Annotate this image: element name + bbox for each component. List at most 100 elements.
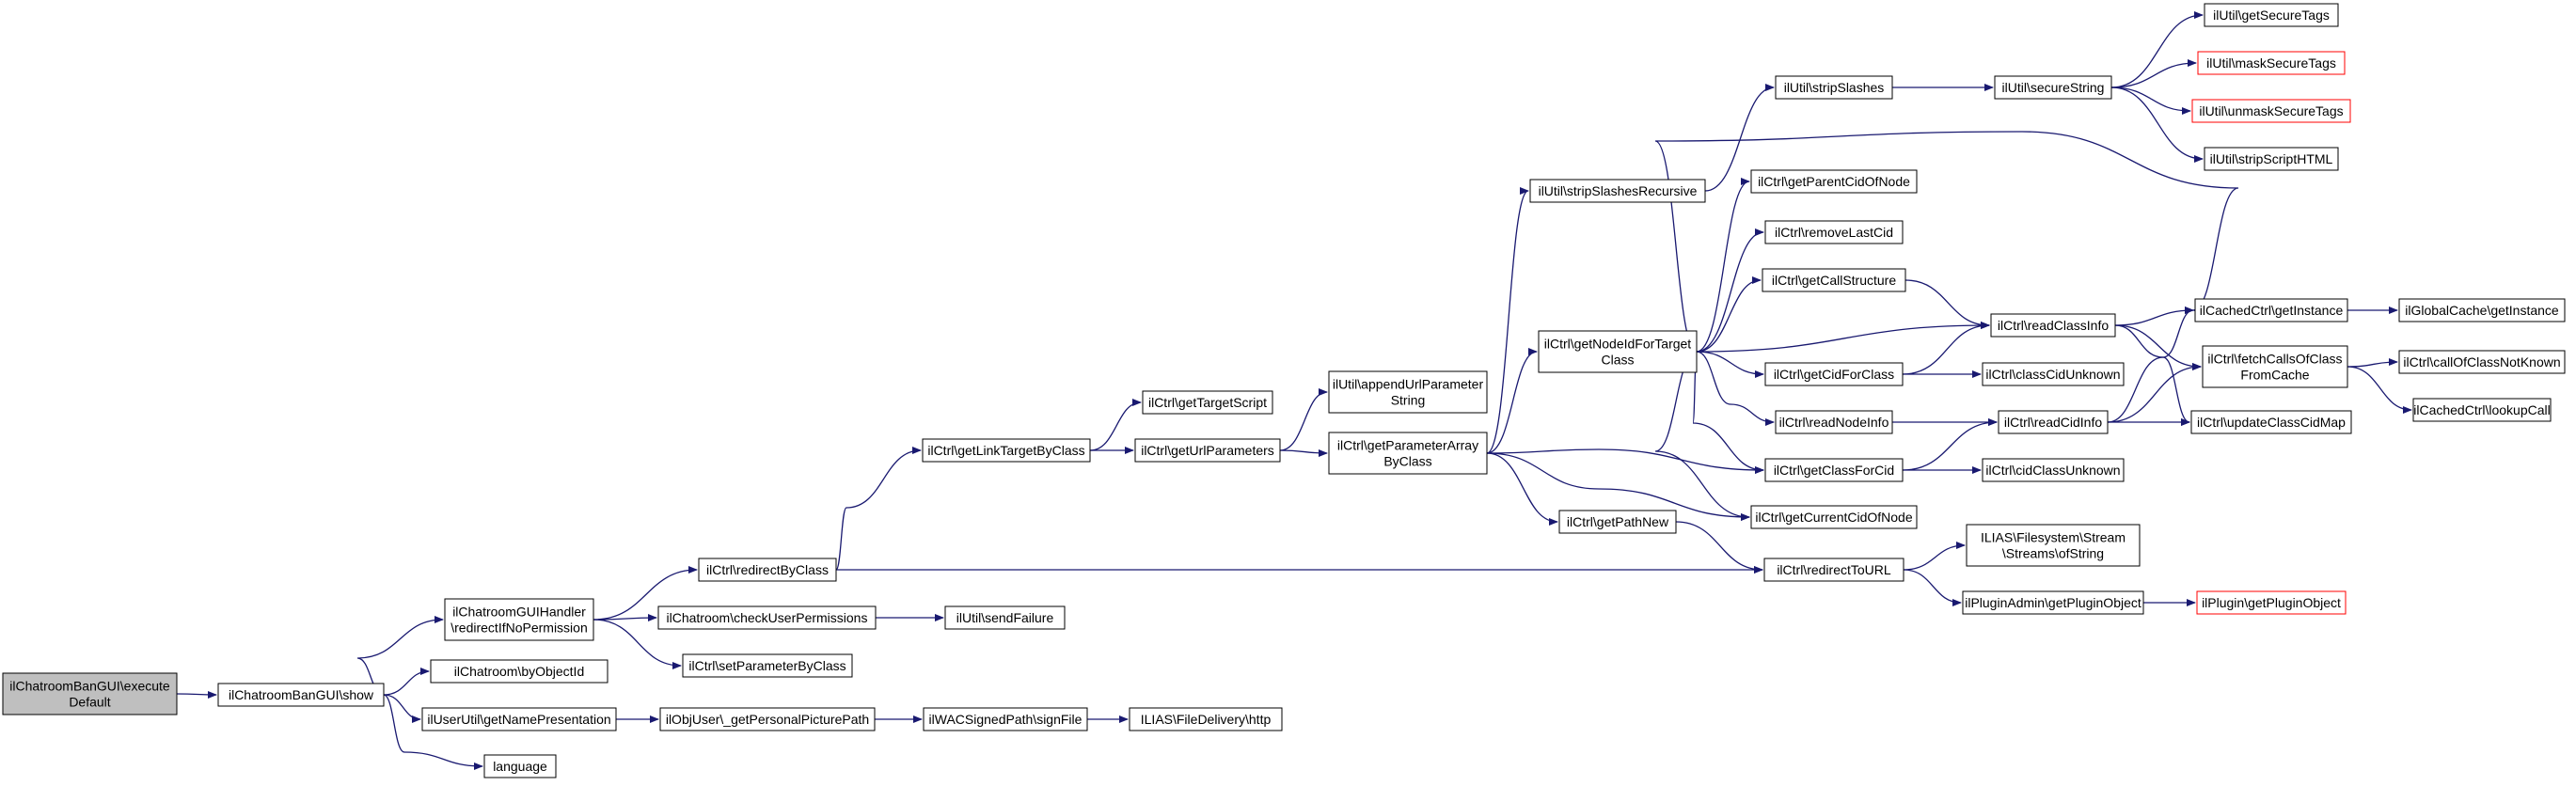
node-get-url-parameters[interactable]: ilCtrl\getUrlParameters [1134, 438, 1281, 463]
node-get-call-structure[interactable]: ilCtrl\getCallStructure [1762, 268, 1906, 292]
node-label: ilCtrl\getNodeIdForTarget [1544, 337, 1692, 352]
node-show[interactable]: ilChatroomBanGUI\show [217, 683, 385, 707]
node-label: ilPluginAdmin\getPluginObject [1965, 595, 2141, 610]
node-http[interactable]: ILIAS\FileDelivery\http [1129, 707, 1283, 731]
node-box [1129, 707, 1283, 731]
node-label: ilUtil\maskSecureTags [2206, 55, 2336, 71]
node-handler[interactable]: ilChatroomGUIHandler\redirectIfNoPermiss… [444, 598, 594, 641]
node-box [2412, 398, 2552, 422]
node-get-class-for-cid[interactable]: ilCtrl\getClassForCid [1764, 458, 1904, 482]
edge-handler-to-check-user-permissions [593, 614, 657, 622]
node-box [944, 605, 1066, 630]
node-redirect-to-url[interactable]: ilCtrl\redirectToURL [1763, 558, 1904, 582]
edge-read-class-info-to-fetch-calls-of-class-from-cache [2114, 324, 2202, 370]
node-remove-last-cid[interactable]: ilCtrl\removeLastCid [1764, 220, 1904, 244]
node-label: ilGlobalCache\getInstance [2405, 303, 2559, 318]
node-strip-slashes-recursive[interactable]: ilUtil\stripSlashesRecursive [1529, 179, 1706, 203]
node-get-plugin-object-admin[interactable]: ilPluginAdmin\getPluginObject [1962, 590, 2144, 615]
node-read-class-info[interactable]: ilCtrl\readClassInfo [1990, 313, 2116, 338]
node-unmask-secure-tags[interactable]: ilUtil\unmaskSecureTags [2191, 99, 2351, 123]
node-box [2204, 3, 2339, 27]
node-label: ilCtrl\redirectByClass [706, 562, 829, 577]
node-box [2196, 590, 2347, 615]
node-label: ilUserUtil\getNamePresentation [427, 712, 610, 727]
edge-handler-to-redirect-by-class [593, 566, 698, 621]
node-box [444, 598, 594, 641]
edge-get-parameter-array-by-class-to-get-node-id-for-target-class [1486, 348, 1538, 454]
edge-secure-string-to-strip-script-html [2110, 86, 2204, 163]
node-label: language [493, 759, 547, 774]
node-streams-of-string[interactable]: ILIAS\Filesystem\Stream\Streams\ofString [1966, 524, 2141, 567]
edge-get-node-id-for-target-class-to-read-node-info [1696, 351, 1775, 426]
node-global-cache-get-instance[interactable]: ilGlobalCache\getInstance [2398, 298, 2566, 322]
node-language[interactable]: language [483, 754, 557, 778]
edge-get-path-new-to-redirect-to-url [1675, 521, 1763, 574]
edges-layer [176, 11, 2412, 770]
node-by-object-id[interactable]: ilChatroom\byObjectId [430, 659, 608, 684]
node-box [1966, 524, 2141, 567]
node-get-instance[interactable]: ilCachedCtrl\getInstance [2194, 298, 2348, 322]
node-box [1962, 590, 2144, 615]
node-label: ilCtrl\getCallStructure [1772, 273, 1896, 288]
node-box [682, 653, 853, 678]
node-label: ilChatroomBanGUI\execute [9, 679, 170, 694]
node-label: ilUtil\sendFailure [956, 610, 1054, 625]
node-box [698, 558, 837, 582]
node-box [1764, 362, 1904, 386]
node-check-user-permissions[interactable]: ilChatroom\checkUserPermissions [657, 605, 877, 630]
node-box [659, 707, 876, 731]
node-box [1775, 75, 1893, 100]
node-read-node-info[interactable]: ilCtrl\readNodeInfo [1775, 410, 1893, 434]
node-set-parameter-by-class[interactable]: ilCtrl\setParameterByClass [682, 653, 853, 678]
edge-get-parameter-array-by-class-to-strip-slashes-recursive [1486, 187, 1529, 454]
node-mask-secure-tags[interactable]: ilUtil\maskSecureTags [2197, 51, 2346, 75]
edge-secure-string-to-get-secure-tags [2110, 11, 2204, 88]
node-cid-class-unknown[interactable]: ilCtrl\cidClassUnknown [1982, 458, 2125, 482]
node-box [421, 707, 617, 731]
node-label: ilChatroom\byObjectId [454, 664, 585, 679]
edge-get-class-for-cid-to-read-cid-info [1902, 418, 1998, 471]
node-strip-slashes[interactable]: ilUtil\stripSlashes [1775, 75, 1893, 100]
node-update-class-cid-map[interactable]: ilCtrl\updateClassCidMap [2190, 410, 2352, 434]
node-get-personal-picture-path[interactable]: ilObjUser\_getPersonalPicturePath [659, 707, 876, 731]
node-box [657, 605, 877, 630]
node-get-plugin-object[interactable]: ilPlugin\getPluginObject [2196, 590, 2347, 615]
node-class-cid-unknown[interactable]: ilCtrl\classCidUnknown [1982, 362, 2125, 386]
edge-get-url-parameters-to-append-url-parameter-string [1279, 388, 1328, 451]
node-sign-file[interactable]: ilWACSignedPath\signFile [923, 707, 1088, 731]
node-read-cid-info[interactable]: ilCtrl\readCidInfo [1998, 410, 2109, 434]
node-label: FromCache [2240, 368, 2309, 383]
node-get-path-new[interactable]: ilCtrl\getPathNew [1558, 510, 1677, 534]
node-strip-script-html[interactable]: ilUtil\stripScriptHTML [2204, 147, 2339, 171]
node-box [1134, 438, 1281, 463]
node-get-name-presentation[interactable]: ilUserUtil\getNamePresentation [421, 707, 617, 731]
node-label: ilUtil\unmaskSecureTags [2199, 103, 2343, 118]
node-send-failure[interactable]: ilUtil\sendFailure [944, 605, 1066, 630]
node-get-link-target-by-class[interactable]: ilCtrl\getLinkTargetByClass [922, 438, 1091, 463]
node-box [2202, 345, 2348, 388]
node-get-parent-cid-of-node[interactable]: ilCtrl\getParentCidOfNode [1750, 169, 1918, 194]
node-call-of-class-not-known[interactable]: ilCtrl\callOfClassNotKnown [2398, 350, 2566, 374]
edge-secure-string-to-mask-secure-tags [2110, 59, 2197, 88]
node-get-secure-tags[interactable]: ilUtil\getSecureTags [2204, 3, 2339, 27]
edge-redirect-to-url-to-streams-of-string [1903, 542, 1966, 571]
node-redirect-by-class[interactable]: ilCtrl\redirectByClass [698, 558, 837, 582]
node-get-current-cid-of-node[interactable]: ilCtrl\getCurrentCidOfNode [1750, 505, 1918, 529]
node-box [2204, 147, 2339, 171]
node-secure-string[interactable]: ilUtil\secureString [1994, 75, 2112, 100]
node-lookup-call[interactable]: ilCachedCtrl\lookupCall [2412, 398, 2552, 422]
edge-get-node-id-for-target-class-to-read-class-info [1696, 322, 1990, 353]
node-get-target-script[interactable]: ilCtrl\getTargetScript [1142, 390, 1273, 415]
node-box [1775, 410, 1893, 434]
node-label: ilCtrl\readClassInfo [1998, 318, 2109, 333]
node-label: ilUtil\getSecureTags [2213, 8, 2330, 23]
edge-get-parameter-array-by-class-to-get-path-new [1486, 452, 1558, 526]
node-get-cid-for-class[interactable]: ilCtrl\getCidForClass [1764, 362, 1904, 386]
node-label: ilChatroomGUIHandler [452, 605, 586, 620]
